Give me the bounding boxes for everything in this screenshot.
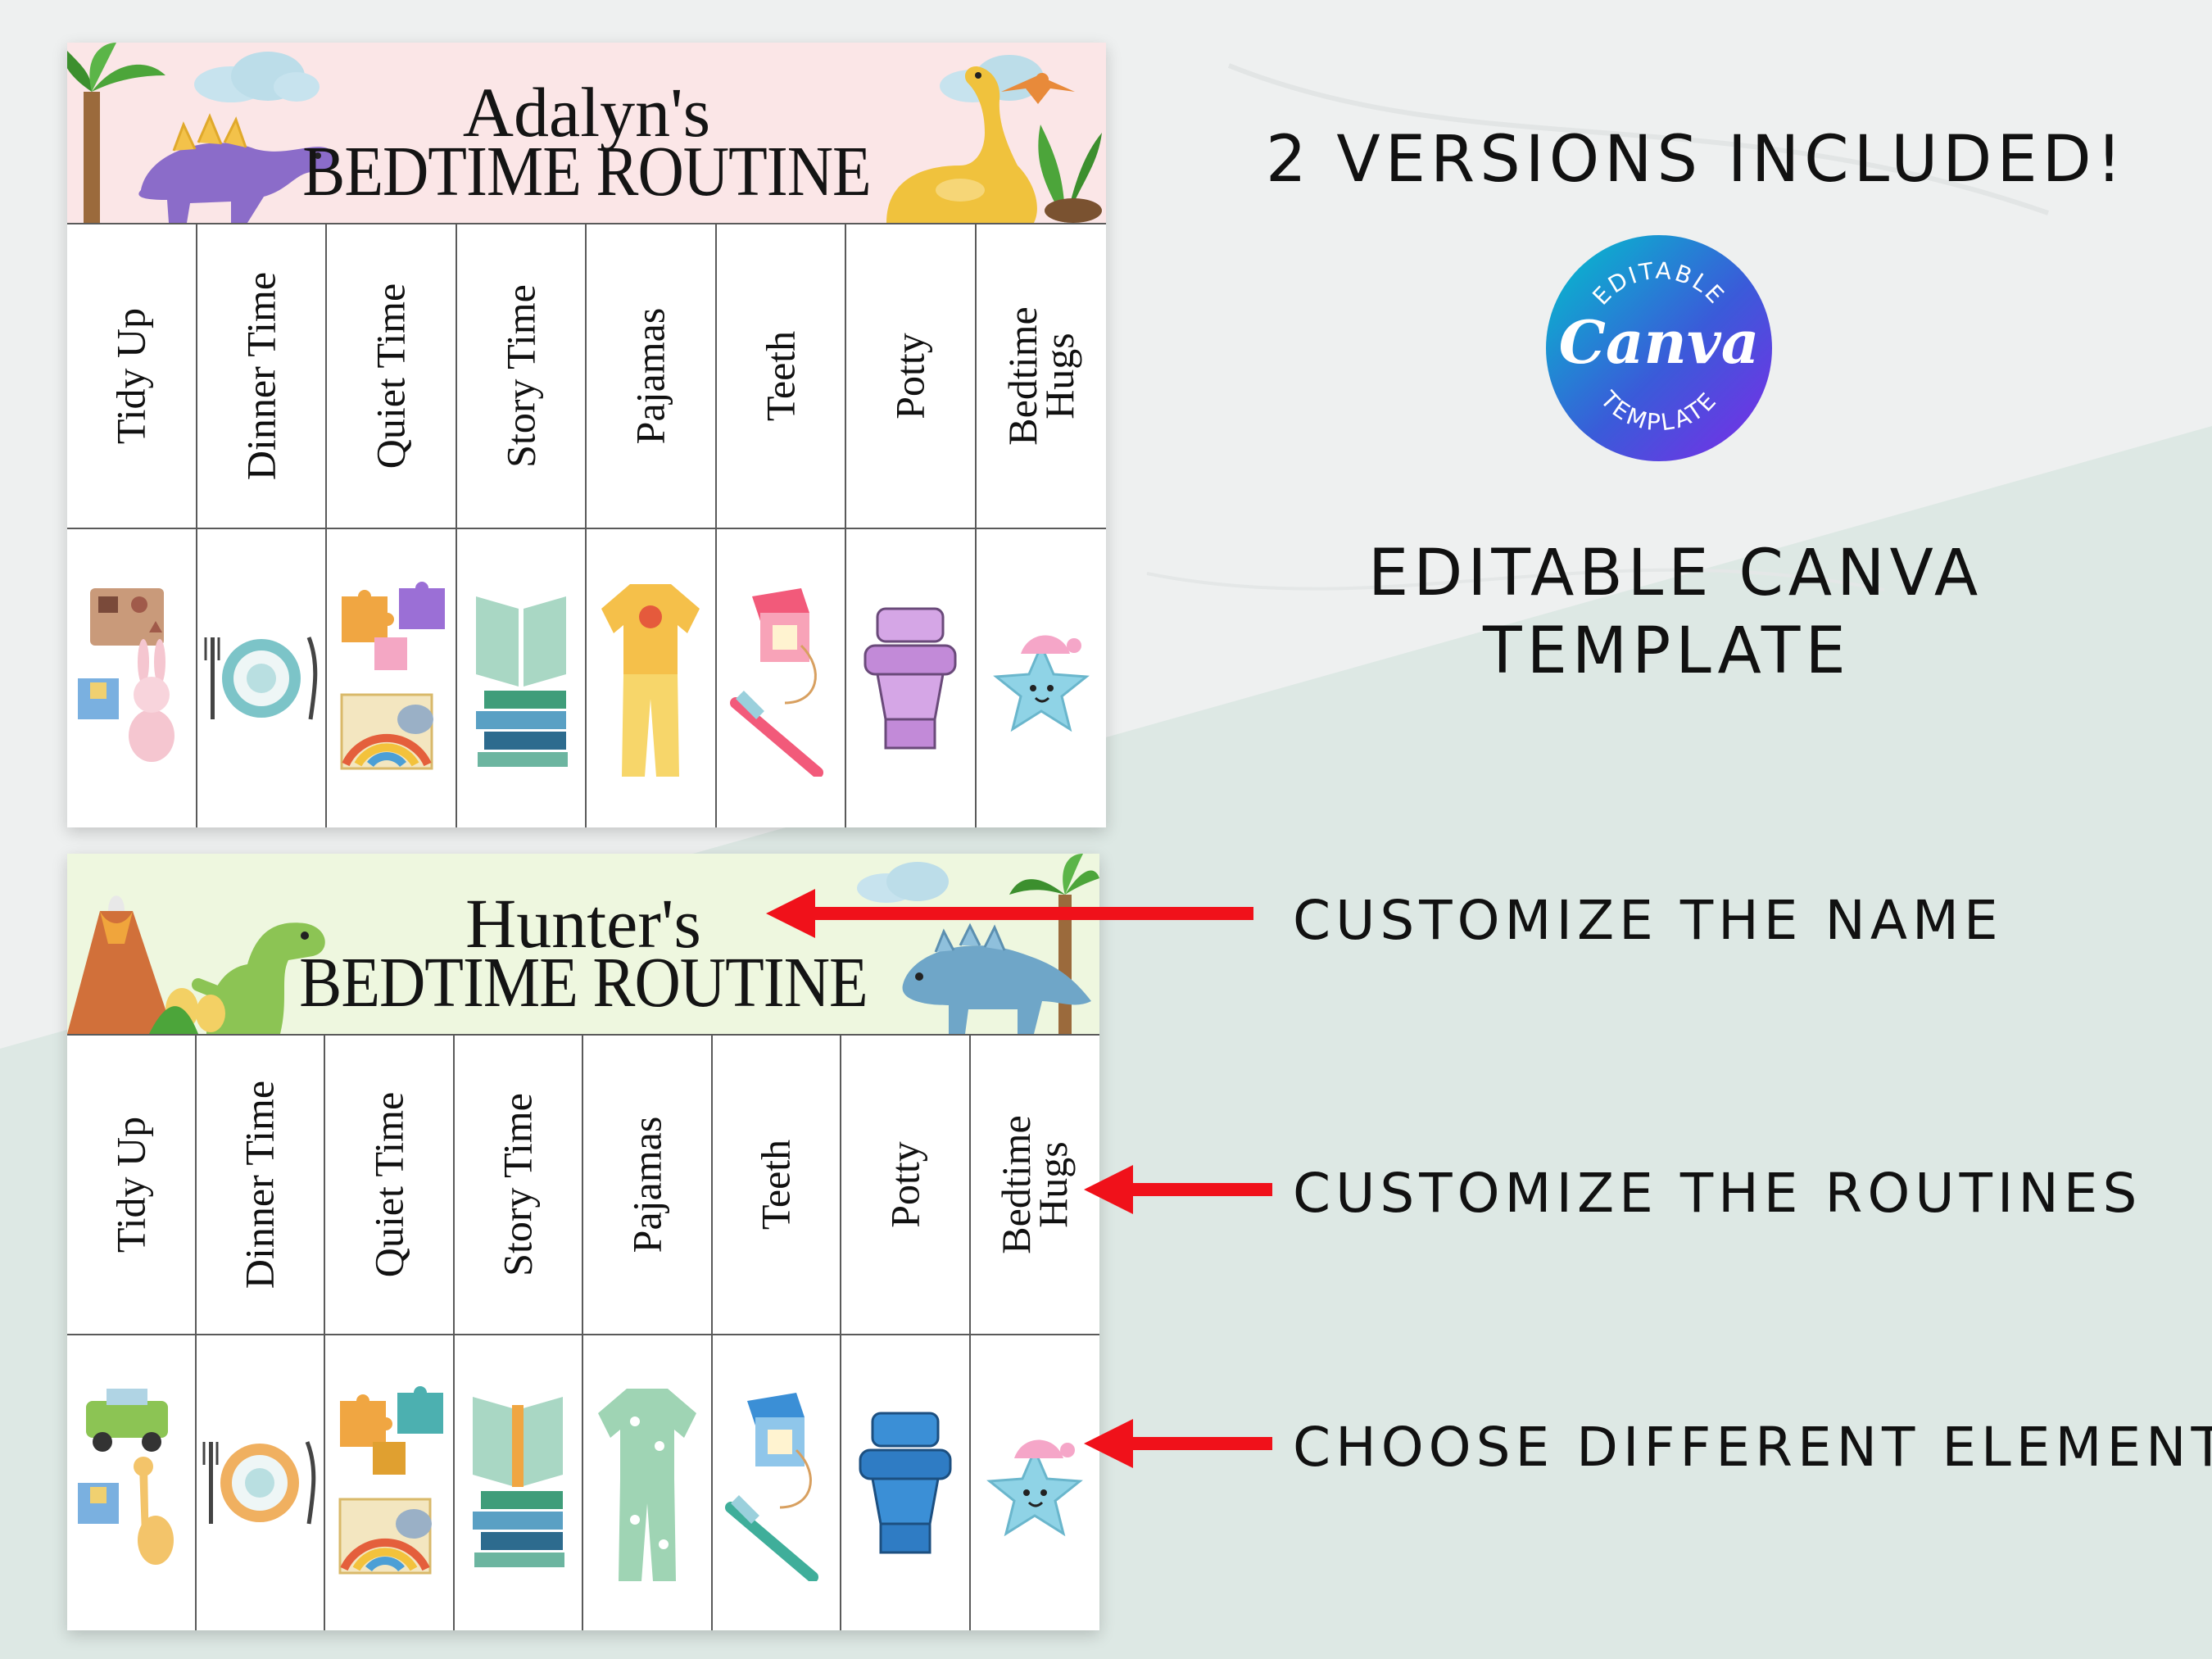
plate-icon — [204, 637, 318, 720]
puzzle-art-icon — [338, 1386, 443, 1575]
routine-label[interactable]: Story Time — [497, 284, 544, 468]
plate-icon — [202, 1441, 316, 1525]
routine-column: Quiet Time — [325, 1036, 455, 1630]
toys-icon — [78, 588, 175, 762]
routine-column: Story Time — [456, 224, 587, 827]
routine-column: Story Time — [454, 1036, 583, 1630]
tagline-line1: EDITABLE CANVA — [1368, 537, 1983, 610]
toothbrush-floss-icon — [725, 1393, 819, 1581]
routine-grid: Tidy Up Dinner Time Quiet Time — [67, 224, 1106, 827]
sleepy-star-icon — [986, 1439, 1084, 1537]
routine-column: Teeth — [716, 224, 846, 827]
routine-column: Bedtime Hugs — [970, 1036, 1099, 1630]
routine-column: Quiet Time — [327, 224, 457, 827]
headline: 2 VERSIONS INCLUDED! — [1266, 123, 2127, 197]
child-name[interactable]: Hunter's — [465, 884, 701, 963]
routine-column: Tidy Up — [67, 224, 197, 827]
routine-grid: Tidy Up Dinner Time Quiet Time — [67, 1036, 1099, 1630]
books-icon — [473, 1397, 565, 1567]
volcano-icon — [67, 895, 174, 1034]
routine-column: Pajamas — [587, 224, 717, 827]
routine-column: Potty — [841, 1036, 971, 1630]
routine-label[interactable]: Tidy Up — [107, 1116, 154, 1253]
callout-customize-routines: CUSTOMIZE THE ROUTINES — [1293, 1162, 2142, 1225]
routine-label[interactable]: Bedtime Hugs — [999, 306, 1082, 446]
chart-header: Hunter's BEDTIME ROUTINE — [67, 854, 1099, 1036]
routine-label[interactable]: Potty — [882, 1141, 928, 1228]
routine-label[interactable]: Dinner Time — [238, 271, 284, 481]
tagline-line2: TEMPLATE — [1483, 614, 1851, 688]
stegosaurus-icon — [138, 113, 335, 223]
routine-label[interactable]: Teeth — [752, 1139, 799, 1231]
routine-label[interactable]: Pajamas — [627, 307, 673, 445]
routine-column: Bedtime Hugs — [976, 224, 1106, 827]
stegosaurus-icon — [902, 922, 1091, 1034]
arrow-name-icon — [766, 889, 1253, 938]
child-name[interactable]: Adalyn's — [462, 73, 711, 152]
routine-label[interactable]: Dinner Time — [236, 1080, 283, 1290]
chart-subtitle: BEDTIME ROUTINE — [302, 130, 871, 211]
routine-column: Dinner Time — [197, 224, 327, 827]
callout-choose-elements: CHOOSE DIFFERENT ELEMENTS — [1293, 1416, 2212, 1479]
toilet-icon — [863, 607, 957, 750]
canva-logo: Canva — [1559, 307, 1760, 377]
routine-column: Pajamas — [583, 1036, 713, 1630]
cloud-icon — [857, 862, 949, 903]
cloud-icon — [194, 52, 320, 102]
routine-column: Potty — [846, 224, 977, 827]
routine-column: Dinner Time — [196, 1036, 325, 1630]
routine-label[interactable]: Bedtime Hugs — [993, 1115, 1077, 1254]
routine-label[interactable]: Story Time — [494, 1093, 541, 1276]
routine-label[interactable]: Teeth — [757, 330, 804, 422]
routine-label[interactable]: Tidy Up — [107, 307, 154, 445]
puzzle-art-icon — [340, 582, 446, 770]
books-icon — [475, 596, 568, 767]
pajamas-icon — [601, 584, 700, 777]
routine-label[interactable]: Quiet Time — [365, 1091, 412, 1278]
toothbrush-floss-icon — [729, 588, 823, 777]
routine-column: Teeth — [712, 1036, 841, 1630]
chart-header: Adalyn's BEDTIME ROUTINE — [67, 43, 1106, 224]
brachiosaurus-icon — [886, 66, 1037, 223]
routine-label[interactable]: Quiet Time — [367, 283, 414, 469]
routine-label[interactable]: Potty — [886, 333, 933, 419]
callout-customize-name: CUSTOMIZE THE NAME — [1293, 889, 2003, 952]
toilet-icon — [859, 1412, 952, 1554]
canva-editable-template-badge: EDITABLE Canva TEMPLATE — [1546, 235, 1772, 461]
chart-subtitle: BEDTIME ROUTINE — [299, 941, 868, 1022]
routine-column: Tidy Up — [67, 1036, 197, 1630]
trex-icon — [192, 922, 325, 1034]
routine-chart-hunter: Hunter's BEDTIME ROUTINE Tidy Up Dinner … — [67, 854, 1099, 1630]
routine-label[interactable]: Pajamas — [623, 1116, 670, 1253]
arrow-routines-icon — [1084, 1165, 1272, 1214]
pajamas-icon — [597, 1389, 696, 1581]
eggs-icon — [149, 988, 225, 1034]
routine-chart-adalyn: Adalyn's BEDTIME ROUTINE Tidy Up Dinner … — [67, 43, 1106, 827]
plants-icon — [1038, 125, 1102, 223]
palm-tree-icon — [67, 43, 165, 223]
sleepy-star-icon — [992, 635, 1090, 732]
pterodactyl-icon — [1001, 73, 1075, 104]
arrow-elements-icon — [1084, 1419, 1272, 1468]
toys-icon — [77, 1389, 174, 1565]
